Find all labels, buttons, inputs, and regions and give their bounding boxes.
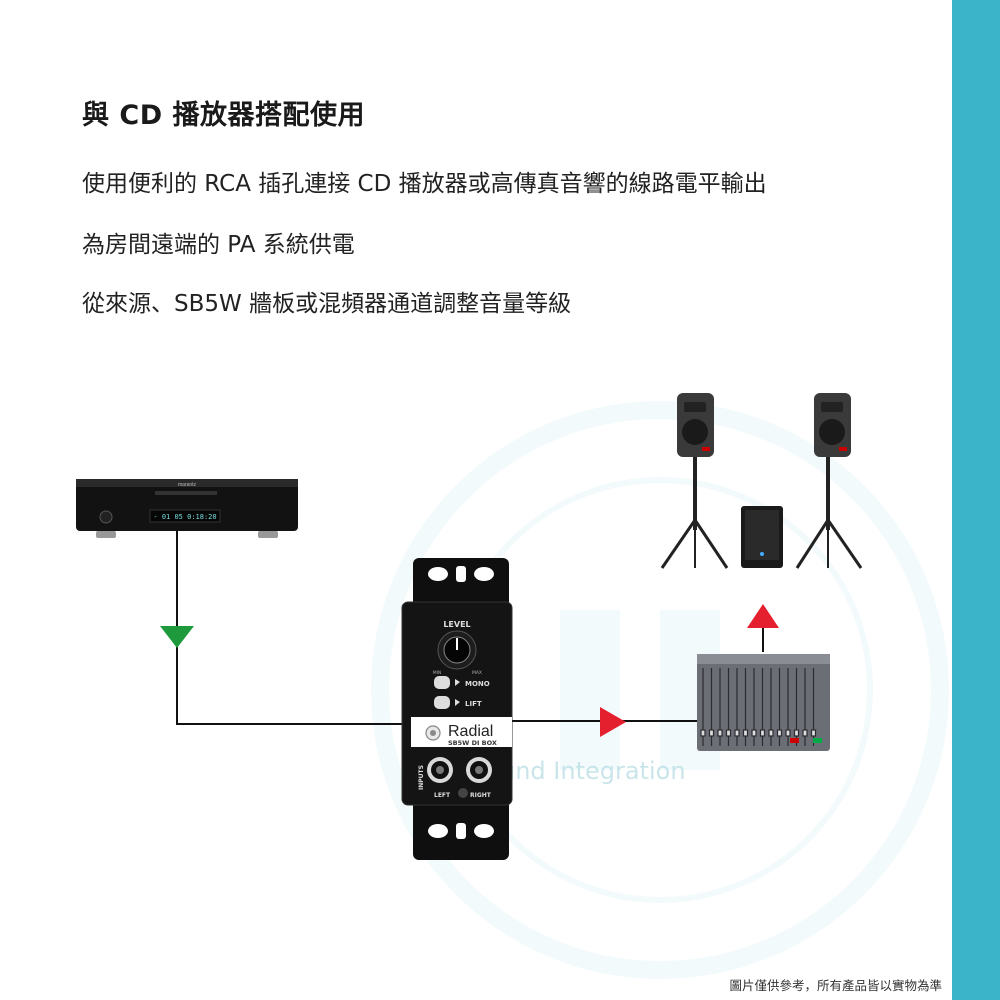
inputs-label: INPUTS [418, 765, 425, 790]
mixer-fader [795, 730, 799, 736]
lift-switch [434, 696, 450, 709]
cd-player: marantz - 01 05 0:18:20 [76, 479, 298, 538]
lift-label: LIFT [465, 700, 482, 708]
mixer-fader [718, 730, 722, 736]
radial-brand: Radial [448, 723, 493, 740]
cd-display: - 01 05 0:18:20 [153, 513, 216, 521]
subwoofer [741, 506, 783, 568]
mono-switch [434, 676, 450, 689]
cd-to-dibox-line [177, 528, 402, 724]
mixer [697, 654, 830, 751]
right-arrow [600, 707, 626, 737]
mono-label: MONO [465, 680, 490, 688]
speaker-left [662, 393, 727, 568]
mixer-fader [803, 730, 807, 736]
di-box: LEVEL MIN MAX MONO LIFT Radial SB5W DI B… [402, 558, 512, 860]
max-label: MAX [472, 670, 482, 676]
level-label: LEVEL [443, 620, 470, 629]
mixer-fader [786, 730, 790, 736]
min-label: MIN [433, 670, 442, 676]
up-arrow [747, 604, 779, 628]
mixer-fader [727, 730, 731, 736]
mixer-fader [744, 730, 748, 736]
mixer-fader [769, 730, 773, 736]
down-arrow [160, 626, 194, 648]
left-label: LEFT [434, 792, 451, 799]
cd-brand: marantz [178, 482, 197, 488]
speaker-right [797, 393, 861, 568]
mixer-fader [761, 730, 765, 736]
model-label: SB5W DI BOX [448, 739, 497, 747]
mixer-fader [735, 730, 739, 736]
mixer-fader [710, 730, 714, 736]
right-label: RIGHT [470, 792, 492, 799]
mixer-fader [752, 730, 756, 736]
mixer-fader [778, 730, 782, 736]
mixer-fader [812, 730, 816, 736]
mixer-fader [701, 730, 705, 736]
footnote: 圖片僅供參考，所有產品皆以實物為準 [729, 975, 942, 994]
